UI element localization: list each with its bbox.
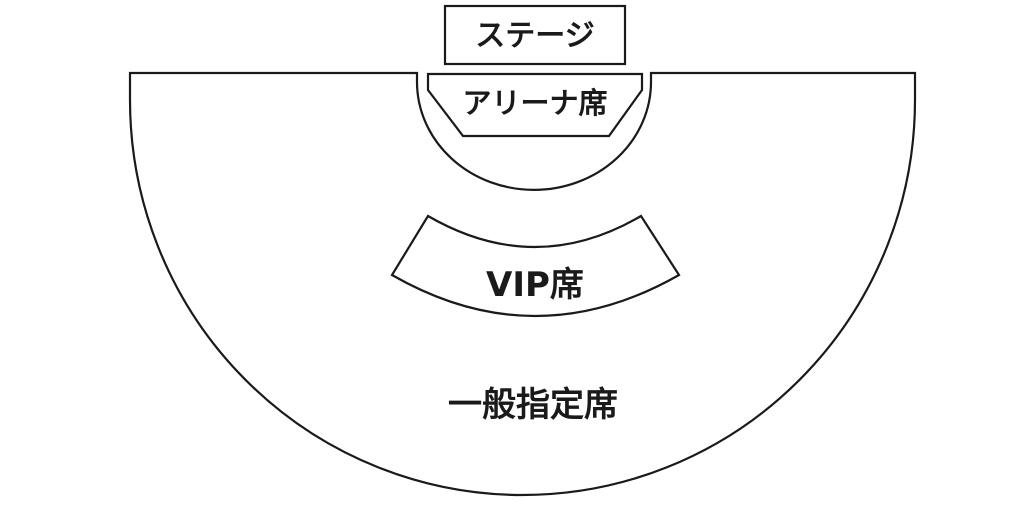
vip-seating-area[interactable]: [390, 214, 681, 318]
arena-label: アリーナ席: [462, 86, 607, 120]
vip-label: VIP席: [486, 265, 584, 305]
stage-label: ステージ: [475, 19, 594, 54]
general-label: 一般指定席: [448, 385, 618, 425]
arena-seating-area[interactable]: [426, 72, 644, 138]
stage-area[interactable]: [443, 4, 627, 66]
